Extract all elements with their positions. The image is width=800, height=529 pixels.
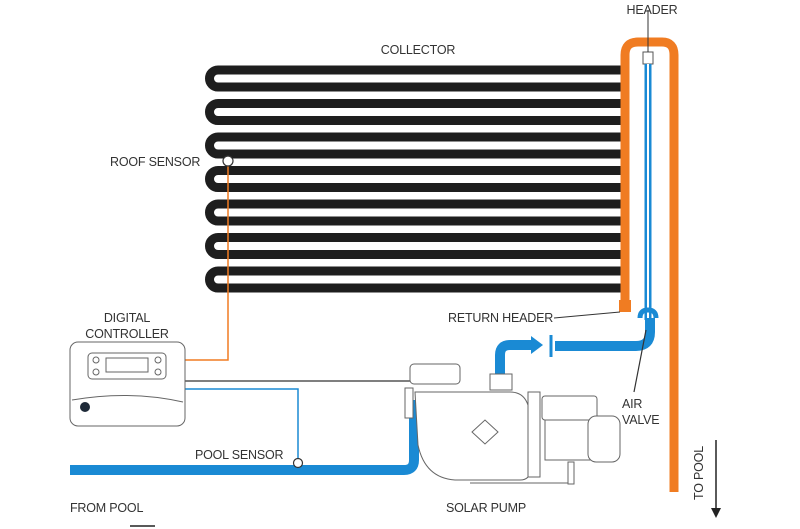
to-pool-label: TO POOL (692, 446, 706, 500)
air-valve-label-line1: AIR (622, 397, 642, 411)
collector-label: COLLECTOR (381, 43, 456, 57)
controller-label-line1: DIGITAL (104, 311, 151, 325)
supply-header-pipe (620, 37, 679, 492)
collector-loop (205, 99, 622, 125)
collector-loop (205, 132, 622, 159)
collector-loop (205, 65, 622, 92)
controller-label-line2: CONTROLLER (85, 327, 169, 341)
collector-loop (205, 166, 622, 192)
return-header-leader (553, 311, 621, 319)
roof-sensor-wire (185, 162, 229, 361)
return-header-cap (619, 300, 631, 312)
digital-controller (69, 341, 186, 427)
header-vent (642, 51, 654, 65)
pool-sensor-icon (292, 457, 304, 469)
pump-outlet-pipe (495, 318, 655, 378)
collector-loop (205, 233, 622, 259)
roof-sensor-label: ROOF SENSOR (110, 155, 200, 169)
solar-pump (404, 363, 621, 485)
pool-sensor-wire (185, 388, 299, 460)
roof-sensor-icon (222, 155, 234, 167)
return-header-label: RETURN HEADER (448, 311, 553, 325)
air-valve-leader (633, 329, 647, 393)
pool-sensor-label: POOL SENSOR (195, 448, 284, 462)
air-valve-icon (637, 307, 659, 319)
to-pool-arrow-icon (711, 440, 721, 518)
pool-inlet-pipe (70, 400, 419, 475)
collector-tubes (205, 65, 622, 293)
collector-loop (205, 266, 622, 293)
header-label: HEADER (627, 3, 678, 17)
collector-loop (205, 199, 622, 226)
flow-arrow-icon (531, 336, 543, 354)
air-valve-label-line2: VALVE (622, 413, 659, 427)
from-pool-label: FROM POOL (70, 501, 143, 515)
solar-pump-label: SOLAR PUMP (446, 501, 526, 515)
